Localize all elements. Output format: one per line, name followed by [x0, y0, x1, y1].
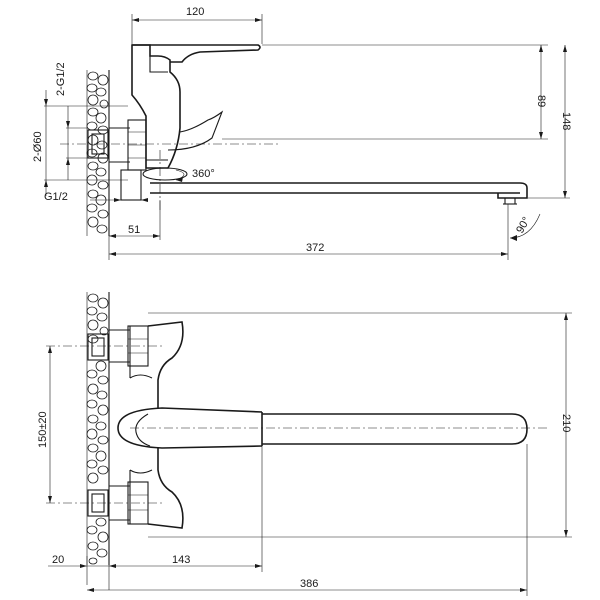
- dim-inlet-spacing: 150±20: [37, 411, 49, 448]
- wall-section-top: [86, 70, 110, 236]
- side-view: 120 89 148 2-G1/2 2-Ø60 G1/2 51 372 360°…: [32, 6, 572, 260]
- dim-thread-top: 2-G1/2: [55, 62, 67, 96]
- dim-rotation: 360°: [192, 168, 215, 180]
- dim-flange-diameter: 2-Ø60: [32, 131, 44, 162]
- dim-height: 210: [560, 414, 572, 432]
- dimension-lines-bottom: [48, 312, 572, 596]
- dim-total-reach: 386: [300, 578, 318, 590]
- mixer-body-plan: [129, 321, 184, 529]
- dim-handle-length: 120: [186, 6, 204, 18]
- dim-wall-gap: 20: [52, 554, 64, 566]
- dim-spout-length: 372: [306, 242, 324, 254]
- dim-total-height: 148: [560, 112, 572, 130]
- dim-aerator-angle: 90°: [514, 215, 533, 235]
- dim-offset: 51: [128, 224, 140, 236]
- spout: [142, 167, 528, 205]
- dim-body-height: 89: [535, 95, 547, 107]
- dimension-lines-top: [44, 14, 570, 260]
- wall-section-bottom: [86, 292, 110, 565]
- handle-spout-plan: [117, 407, 528, 449]
- plan-view: 150±20 210 20 143 386: [37, 292, 572, 596]
- dim-handle-reach: 143: [172, 554, 190, 566]
- dim-thread-bottom: G1/2: [44, 191, 68, 203]
- mixer-body: [131, 44, 261, 169]
